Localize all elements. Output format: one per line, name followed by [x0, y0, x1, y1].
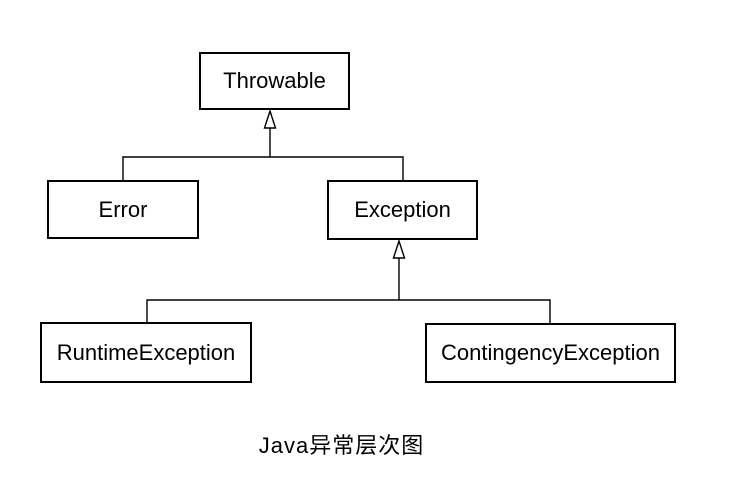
inheritance-arrowhead-throwable	[263, 108, 277, 129]
node-exception-label: Exception	[354, 197, 451, 222]
node-exception: Exception	[327, 180, 478, 240]
node-runtime-exception: RuntimeException	[40, 322, 252, 383]
edge-rail-runtime-contingency	[146, 299, 551, 323]
node-throwable: Throwable	[199, 52, 350, 110]
node-runtime-exception-label: RuntimeException	[56, 339, 236, 365]
node-error: Error	[47, 180, 199, 239]
node-throwable-label: Throwable	[223, 68, 326, 93]
node-contingency-exception-label: ContingencyException	[441, 340, 660, 365]
node-error-label: Error	[98, 196, 148, 222]
node-contingency-exception: ContingencyException	[425, 323, 676, 383]
inheritance-arrowhead-exception	[392, 238, 406, 259]
diagram-title: Java异常层次图	[258, 433, 425, 458]
edge-rail-error-exception	[122, 156, 404, 180]
